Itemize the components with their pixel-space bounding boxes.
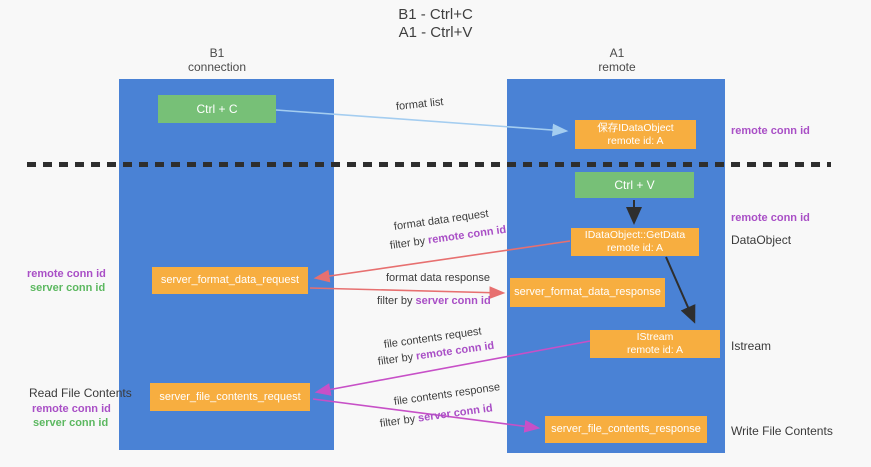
side-remote-conn-id-left2: remote conn id: [32, 403, 111, 415]
node-server-file-contents-request: server_file_contents_request: [150, 383, 310, 411]
node-server-file-contents-response: server_file_contents_response: [545, 416, 707, 443]
node-getdata-line2: remote id: A: [606, 242, 664, 254]
label-format-list: format list: [395, 96, 445, 113]
node-server-format-data-response: server_format_data_response: [510, 278, 665, 307]
filter-by-text: filter by: [389, 235, 426, 252]
side-dataobject: DataObject: [731, 233, 792, 247]
filter-by-text: filter by: [377, 295, 413, 307]
node-istream-line1: IStream: [636, 331, 674, 343]
side-server-conn-id-left2: server conn id: [33, 417, 109, 429]
node-saved-idataobject: 保存IDataObject remote id: A: [575, 120, 696, 149]
lifeline-b1-header: B1 connection: [117, 46, 317, 74]
filter-by-text: filter by: [379, 413, 416, 430]
lifeline-a1-sub: remote: [598, 60, 636, 74]
side-write-file-contents: Write File Contents: [731, 424, 833, 438]
node-ctrl-v: Ctrl + V: [575, 172, 694, 198]
side-remote-conn-id-mid: remote conn id: [731, 212, 810, 224]
label-format-data-response: format data response: [386, 272, 490, 284]
node-server-format-data-request: server_format_data_request: [152, 267, 308, 294]
side-read-file-contents: Read File Contents: [29, 386, 132, 400]
side-server-conn-id-left1: server conn id: [30, 282, 106, 294]
node-istream-line2: remote id: A: [626, 344, 684, 356]
node-istream: IStream remote id: A: [590, 330, 720, 358]
side-remote-conn-id-top: remote conn id: [731, 125, 810, 137]
lifeline-b1-name: B1: [209, 46, 225, 60]
remote-conn-id-text: remote conn id: [427, 223, 508, 247]
node-getdata-line1: IDataObject::GetData: [584, 229, 686, 241]
diagram-title-line2: A1 - Ctrl+V: [398, 24, 473, 41]
phase-divider-dashed-line: [27, 162, 831, 167]
filter-by-text: filter by: [377, 351, 414, 368]
lifeline-b1-sub: connection: [187, 60, 247, 74]
node-idataobject-getdata: IDataObject::GetData remote id: A: [571, 228, 699, 256]
diagram-title-line1: B1 - Ctrl+C: [398, 6, 473, 23]
lifeline-a1-header: A1 remote: [517, 46, 717, 74]
node-ctrl-c: Ctrl + C: [158, 95, 276, 123]
node-saved-idataobject-line2: remote id: A: [607, 134, 664, 147]
server-conn-id-text: server conn id: [417, 402, 494, 425]
node-saved-idataobject-line1: 保存IDataObject: [597, 121, 674, 134]
side-remote-conn-id-left1: remote conn id: [27, 268, 106, 280]
arrow-format-data-response: [309, 286, 506, 300]
side-istream: Istream: [731, 339, 772, 353]
server-conn-id-text: server conn id: [415, 295, 491, 307]
lifeline-a1-name: A1: [609, 46, 625, 60]
